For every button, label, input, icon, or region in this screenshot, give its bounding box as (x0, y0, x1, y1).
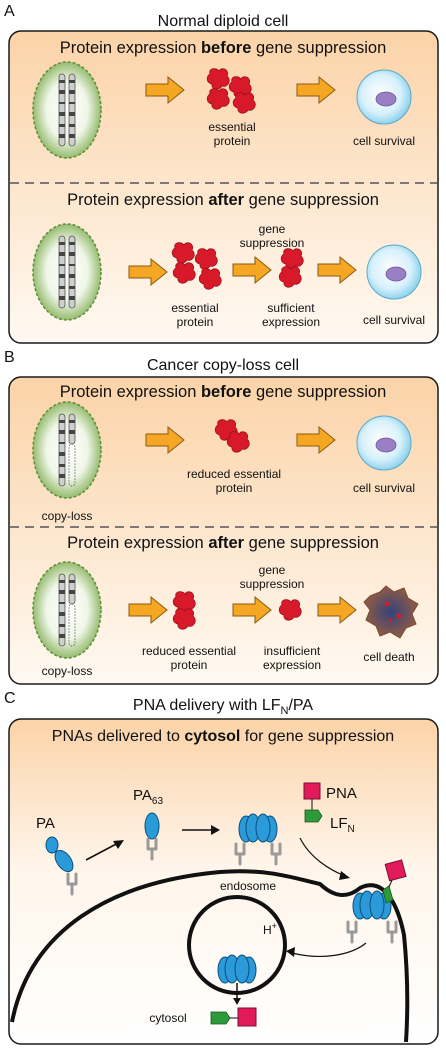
protein-label: reduced essential (187, 467, 281, 481)
panel-a-bottom-heading: Protein expression after gene suppressio… (67, 191, 379, 209)
panel-c-heading: PNAs delivered to cytosol for gene suppr… (52, 728, 394, 745)
protein-label: protein (214, 134, 251, 148)
panel-c-letter: C (4, 690, 16, 707)
nucleus-icon (32, 223, 102, 321)
panel-a-letter: A (4, 3, 15, 20)
nucleus-icon (32, 61, 102, 159)
copy-loss-nucleus-icon (32, 561, 102, 659)
arrow-icon (339, 871, 350, 880)
protein-label: essential (208, 120, 255, 134)
arrow-icon (85, 841, 121, 861)
suppression-label: gene (259, 222, 286, 236)
pna-label: PNA (326, 785, 357, 802)
protein-label: essential (171, 301, 218, 315)
arrow-icon (291, 942, 367, 958)
outcome-label: cell survival (353, 134, 415, 148)
panel-b-top-heading: Protein expression before gene suppressi… (60, 383, 387, 401)
expression-label: sufficient (267, 301, 315, 315)
cell-membrane (10, 869, 410, 1043)
copy-loss-label: copy-loss (42, 509, 93, 523)
outcome-label: cell survival (363, 313, 425, 327)
expression-label: expression (262, 315, 320, 329)
panel-b-title: Cancer copy-loss cell (147, 357, 299, 374)
pna-lfn-icon (303, 782, 323, 823)
cytosol-label: cytosol (149, 1011, 186, 1025)
panel-b-letter: B (4, 349, 15, 366)
reduced-protein-icon (172, 591, 196, 630)
protein-label: protein (177, 315, 214, 329)
outcome-label: cell death (363, 650, 414, 664)
pa-protein-icon (45, 836, 78, 896)
arrow-icon (286, 947, 295, 957)
endosome-label: endosome (220, 879, 276, 893)
arrow-icon (113, 840, 124, 849)
pa-cargo-complex-icon (346, 859, 407, 944)
arrow-icon (211, 825, 220, 835)
panel-b-bottom-heading: Protein expression after gene suppressio… (67, 534, 379, 552)
panel-a-top-heading: Protein expression before gene suppressi… (60, 39, 387, 57)
protein-label: protein (171, 658, 208, 672)
cell-icon (356, 415, 412, 471)
copy-loss-nucleus-icon (32, 401, 102, 499)
panel-c-title: PNA delivery with LFN/PA (133, 697, 313, 717)
panel-a-title: Normal diploid cell (158, 13, 289, 30)
suppression-label: suppression (240, 236, 305, 250)
released-pna-icon (210, 1007, 257, 1027)
pa-label: PA (36, 815, 55, 832)
arrow-icon (233, 998, 241, 1005)
dying-cell-icon (363, 585, 419, 639)
panel-c-box (8, 718, 439, 1045)
pa63-label: PA63 (133, 787, 163, 807)
suppression-label: gene (259, 563, 286, 577)
expression-label: expression (263, 658, 321, 672)
cell-icon (356, 69, 412, 125)
pa-pore-icon (217, 954, 257, 984)
protein-label: protein (216, 481, 253, 495)
expression-label: insufficient (264, 644, 321, 658)
lfn-label: LFN (330, 815, 355, 835)
suppression-label: suppression (240, 577, 305, 591)
pa63-protein-icon (144, 812, 160, 861)
cell-icon (366, 244, 422, 300)
proton-label: H+ (263, 921, 277, 937)
outcome-label: cell survival (353, 481, 415, 495)
protein-label: reduced essential (142, 644, 236, 658)
copy-loss-label: copy-loss (42, 664, 93, 678)
